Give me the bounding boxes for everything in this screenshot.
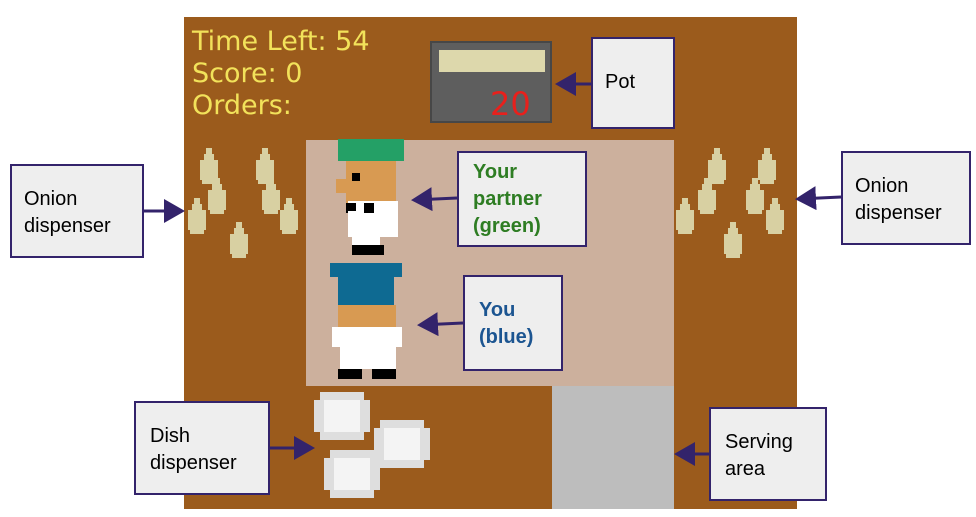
dish-label-2: dispenser: [150, 452, 237, 474]
you-callout: You (blue): [463, 275, 563, 371]
onion-icon: [676, 198, 694, 234]
partner-chef-green: [336, 139, 404, 255]
pot-callout: Pot: [591, 37, 675, 129]
onion-icon: [766, 198, 784, 234]
onion-icon: [188, 198, 206, 234]
onion-icon: [708, 148, 726, 184]
pot: 20: [430, 41, 552, 123]
onion-dispenser-right-callout: Onion dispenser: [841, 151, 971, 245]
pot-timer: 20: [490, 85, 531, 123]
onion-icon: [724, 222, 742, 258]
onion-icon: [256, 148, 274, 184]
onion-icon: [200, 148, 218, 184]
partner-label-1: Your: [473, 161, 518, 183]
onion-icon: [698, 178, 716, 214]
serving-area: [552, 386, 674, 509]
onion-dispenser-left: [188, 148, 298, 258]
pot-label: Pot: [605, 71, 636, 93]
arrow-you: [417, 312, 464, 337]
serving-label-2: area: [725, 458, 766, 480]
serving-label-1: Serving: [725, 431, 793, 453]
partner-label-2: partner: [473, 188, 542, 210]
onion-left-label-1: Onion: [24, 188, 78, 210]
pot-progress-bar: [439, 50, 545, 72]
dish-dispenser: [314, 392, 430, 498]
dish-icon: [314, 392, 370, 440]
time-left: Time Left: 54: [192, 26, 370, 57]
onion-icon: [208, 178, 226, 214]
onion-icon: [280, 198, 298, 234]
player-chef-blue: [330, 263, 402, 379]
onion-icon: [262, 178, 280, 214]
partner-label-3: (green): [473, 215, 541, 237]
onion-right-label-2: dispenser: [855, 202, 942, 224]
onion-left-label-2: dispenser: [24, 215, 111, 237]
onion-dispenser-right: [676, 148, 784, 258]
dish-icon: [324, 450, 380, 498]
orders: Orders:: [192, 90, 292, 121]
onion-icon: [230, 222, 248, 258]
onion-dispenser-left-callout: Onion dispenser: [10, 164, 144, 258]
onion-right-label-1: Onion: [855, 175, 909, 197]
score: Score: 0: [192, 58, 303, 89]
arrow-partner: [411, 187, 458, 212]
partner-hat: [338, 139, 404, 161]
partner-callout: Your partner (green): [457, 151, 587, 247]
dish-dispenser-callout: Dish dispenser: [134, 401, 270, 495]
dish-icon: [374, 420, 430, 468]
serving-area-callout: Serving area: [709, 407, 827, 501]
onion-icon: [758, 148, 776, 184]
onion-icon: [746, 178, 764, 214]
you-label-1: You: [479, 299, 516, 321]
dish-label-1: Dish: [150, 425, 191, 447]
player-hat: [330, 263, 402, 277]
you-label-2: (blue): [479, 326, 534, 348]
arrow-onion-right: [795, 186, 842, 211]
